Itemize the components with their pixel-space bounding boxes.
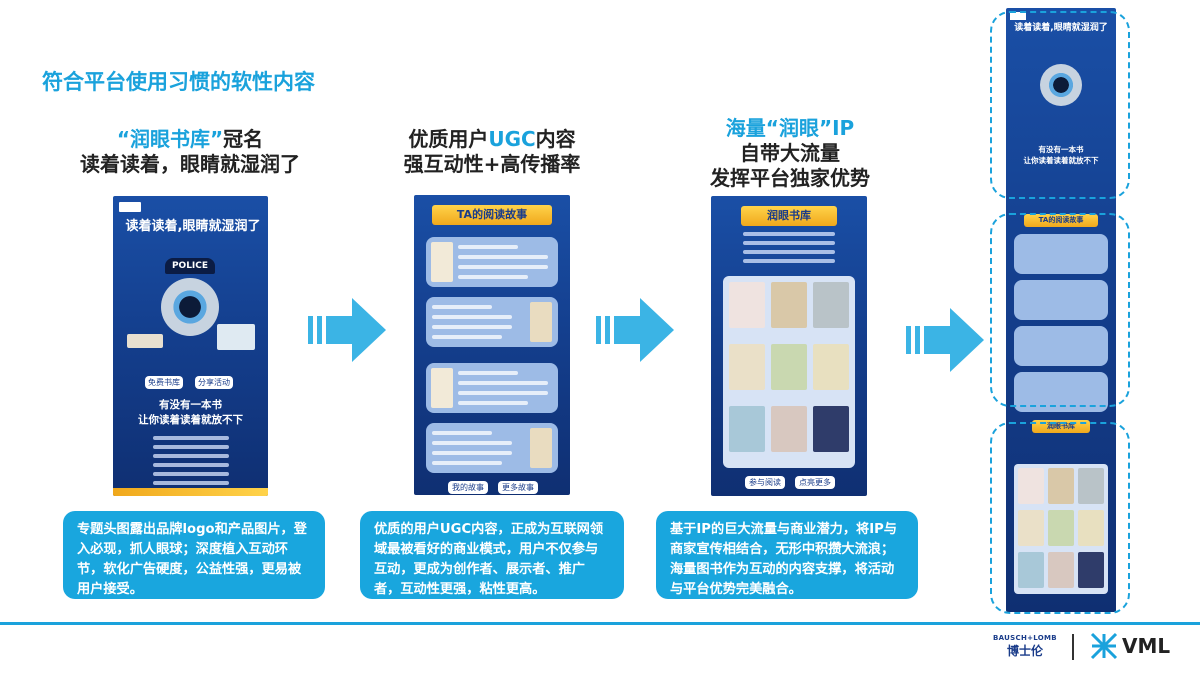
story-thumb <box>431 242 453 282</box>
col3-btn1[interactable]: 参与阅读 <box>745 476 785 489</box>
book-cover[interactable] <box>813 344 849 390</box>
long-page-preview: 读着读着,眼睛就湿润了 有没有一本书 让你读着读着就放不下 TA的阅读故事 润眼… <box>1006 8 1116 612</box>
highlight-frame-bottom <box>990 422 1130 614</box>
brand-logo: BAUSCH+LOMB 博士伦 <box>990 634 1060 659</box>
col3-btn2[interactable]: 点亮更多 <box>795 476 835 489</box>
story-card <box>1014 280 1108 320</box>
col1-heading-blue: “润眼书库” <box>116 127 224 151</box>
highlight-frame-top <box>990 11 1130 199</box>
col3-heading: 海量“润眼”IP 自带大流量 发挥平台独家优势 <box>660 116 920 191</box>
eye-camera-icon <box>1040 64 1082 106</box>
col1-tag1[interactable]: 免费书库 <box>145 376 183 389</box>
arrow-right-icon <box>308 298 386 362</box>
book-grid <box>723 276 855 468</box>
vml-logo-icon <box>1090 632 1118 660</box>
book-cover[interactable] <box>771 282 807 328</box>
eye-camera-icon <box>161 278 219 336</box>
highlight-frame-middle <box>990 213 1130 407</box>
footer-divider <box>0 622 1200 625</box>
books-icon <box>127 334 163 348</box>
page-title: 符合平台使用习惯的软性内容 <box>42 70 315 94</box>
col2-poster: TA的阅读故事 我的故事 更多故事 <box>414 195 570 495</box>
col2-desc: 优质的用户UGC内容，正成为互联网领域最被看好的商业模式，用户不仅参与互动，更成… <box>360 511 624 599</box>
col1-slogan2: 让你读着读着就放不下 <box>138 414 243 426</box>
poster-logo-icon <box>119 202 141 212</box>
col3-ribbon: 润眼书库 <box>741 206 837 226</box>
col3-heading-line2: 自带大流量 <box>740 141 840 165</box>
book-cover[interactable] <box>729 344 765 390</box>
book-grid <box>1014 464 1108 594</box>
agency-name: VML <box>1122 634 1171 658</box>
col1-slogan1: 有没有一本书 <box>159 399 222 411</box>
story-thumb <box>530 428 552 468</box>
col1-poster-badge: POLICE <box>165 258 215 274</box>
story-thumb <box>431 368 453 408</box>
story-thumb <box>530 302 552 342</box>
col3-heading-blue: IP <box>832 116 855 140</box>
col2-heading-pre: 优质用户 <box>408 127 489 151</box>
col2-ribbon: TA的阅读故事 <box>432 205 552 225</box>
story-card <box>426 297 558 347</box>
book-cover[interactable] <box>771 406 807 452</box>
col3-desc: 基于IP的巨大流量与商业潜力，将IP与商家宣传相结合，无形中积攒大流浪；海量图书… <box>656 511 918 599</box>
col2-heading-post: 内容 <box>535 127 576 151</box>
col1-poster-title: 读着读着,眼睛就湿润了 <box>125 219 261 234</box>
col2-heading-line2: 强互动性+高传播率 <box>403 152 581 176</box>
col4-ribbon1: TA的阅读故事 <box>1024 214 1098 227</box>
story-card <box>426 423 558 473</box>
footer-separator <box>1072 634 1074 660</box>
col1-tag2[interactable]: 分享活动 <box>195 376 233 389</box>
col1-heading-rest: 冠名 <box>223 127 264 151</box>
col4-slogan2: 让你读着读着就放不下 <box>1023 156 1099 165</box>
col1-poster: 读着读着,眼睛就湿润了 POLICE 免费书库 分享活动 有没有一本书 让你读着… <box>113 196 268 496</box>
story-card <box>1014 326 1108 366</box>
story-card <box>1014 234 1108 274</box>
brand-cn: 博士伦 <box>1006 644 1043 658</box>
book-cover[interactable] <box>771 344 807 390</box>
story-card <box>426 363 558 413</box>
col2-heading-blue: UGC <box>488 127 536 151</box>
col4-slogan1: 有没有一本书 <box>1038 145 1084 154</box>
book-cover[interactable] <box>813 282 849 328</box>
col3-intro-lines <box>743 232 835 263</box>
col4-slogan: 有没有一本书 让你读着读着就放不下 <box>1012 144 1110 166</box>
col1-desc: 专题头图露出品牌logo和产品图片，登入必现，抓人眼球；深度植入互动环节，软化广… <box>63 511 325 599</box>
arrow-right-icon <box>596 298 674 362</box>
book-cover[interactable] <box>813 406 849 452</box>
col3-heading-pre: 海量“润眼” <box>725 116 833 140</box>
col1-slogan: 有没有一本书 让你读着读着就放不下 <box>119 398 262 428</box>
brand-en: BAUSCH+LOMB <box>993 634 1057 642</box>
poster-bottom-bar <box>113 488 268 496</box>
book-cover[interactable] <box>729 406 765 452</box>
product-box-icon <box>217 324 255 350</box>
col2-btn1[interactable]: 我的故事 <box>448 481 488 494</box>
col1-poem-lines <box>153 436 229 485</box>
col4-poster-title: 读着读着,眼睛就湿润了 <box>1014 23 1108 33</box>
book-cover[interactable] <box>729 282 765 328</box>
col2-btn2[interactable]: 更多故事 <box>498 481 538 494</box>
col1-heading-line2: 读着读着，眼睛就湿润了 <box>80 152 300 176</box>
poster-logo-icon <box>1010 12 1026 20</box>
col2-heading: 优质用户UGC内容 强互动性+高传播率 <box>362 127 622 177</box>
col3-poster: 润眼书库 参与阅读 点亮更多 <box>711 196 867 496</box>
arrow-right-icon <box>906 308 984 372</box>
col3-heading-line3: 发挥平台独家优势 <box>710 166 870 190</box>
story-card <box>426 237 558 287</box>
col1-heading: “润眼书库”冠名 读着读着，眼睛就湿润了 <box>40 127 340 177</box>
